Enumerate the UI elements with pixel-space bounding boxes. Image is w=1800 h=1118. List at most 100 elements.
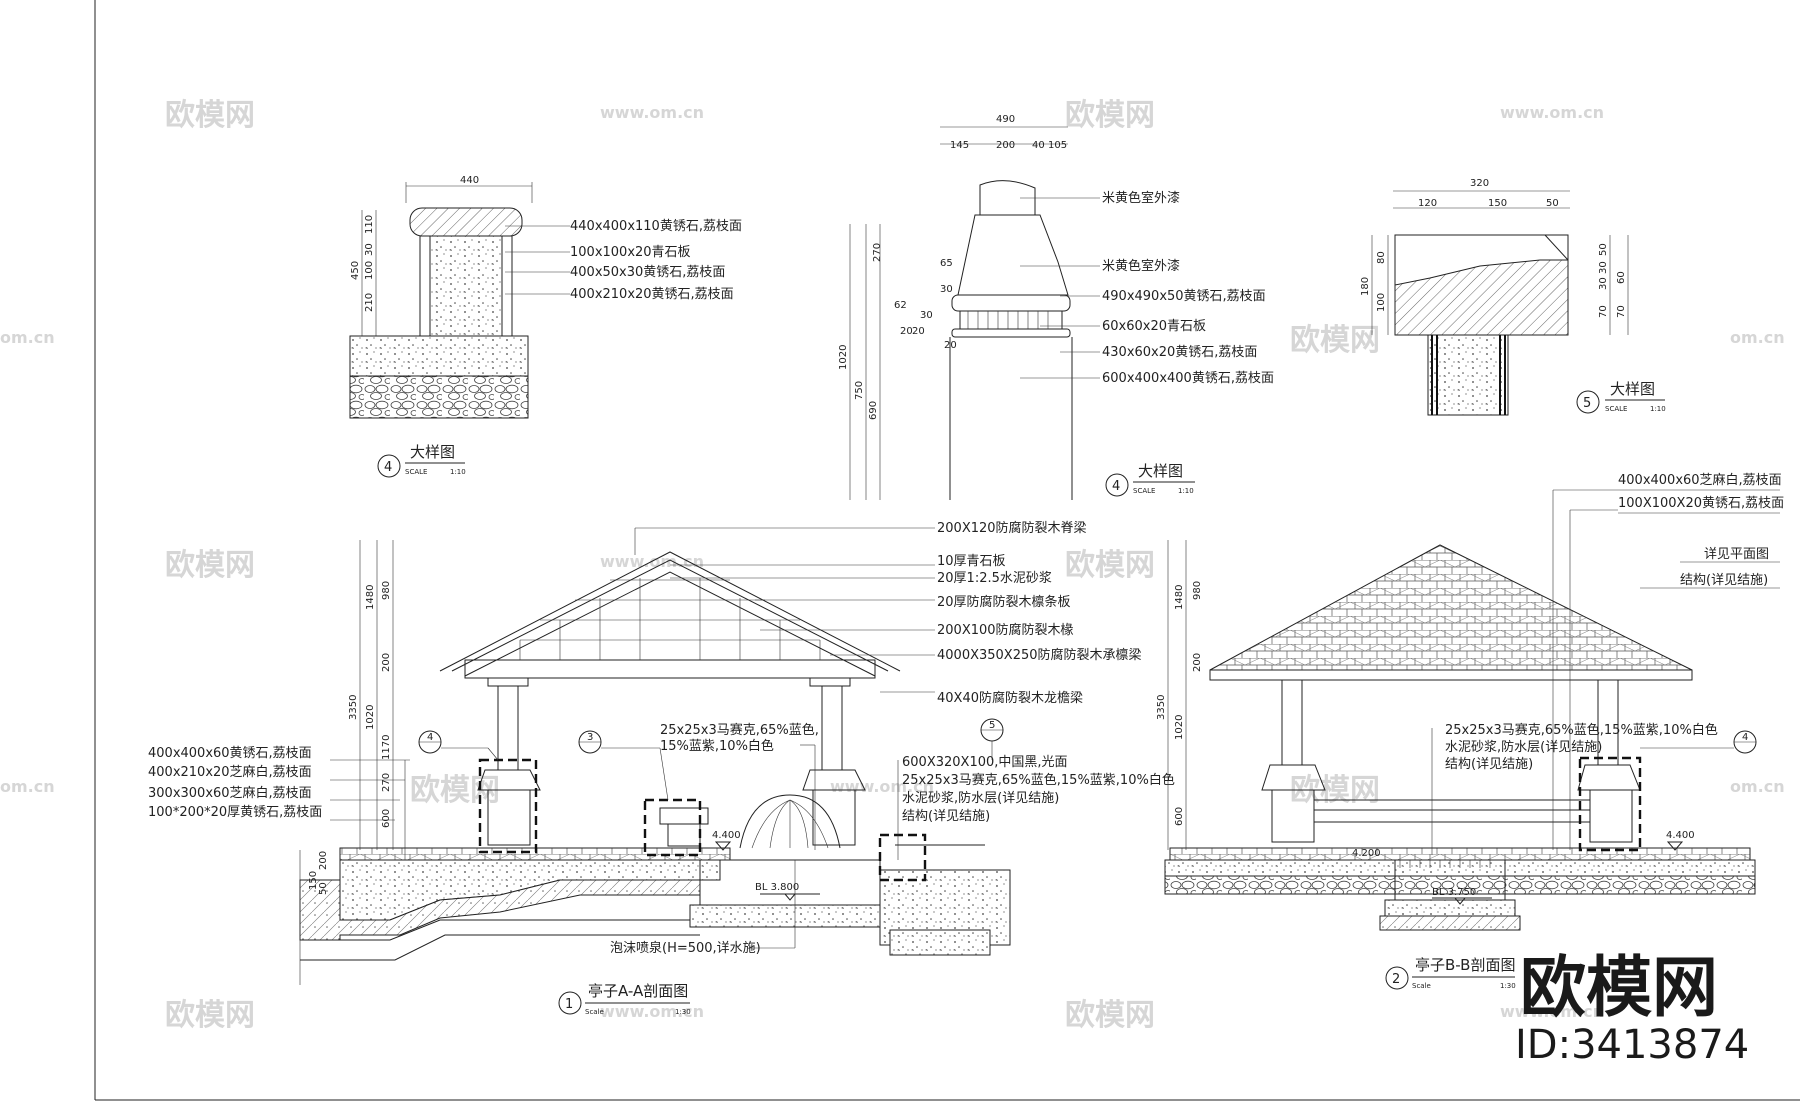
svg-text:20: 20 [900, 326, 913, 337]
svg-text:30: 30 [364, 243, 375, 256]
svg-text:亭子B-B剖面图: 亭子B-B剖面图 [1415, 956, 1515, 974]
section-bb-notes: 400x400x60芝麻白,荔枝面 100X100X20黄锈石,荔枝面 详见平面… [1352, 472, 1784, 905]
svg-text:欧模网: 欧模网 [1065, 548, 1155, 583]
svg-text:600X320X100,中国黑,光面: 600X320X100,中国黑,光面 [902, 755, 1068, 770]
detail-a-cap-stone: 440 450 110 30 100 210 [349, 175, 533, 419]
svg-text:430x60x20黄锈石,荔枝面: 430x60x20黄锈石,荔枝面 [1102, 345, 1257, 360]
detail-b-column: 490 145 200 40 105 1020 270 750 690 65 3… [838, 114, 1073, 500]
svg-text:BL 3.800: BL 3.800 [755, 882, 799, 893]
svg-text:100: 100 [364, 261, 375, 280]
svg-text:大样图: 大样图 [1138, 462, 1183, 480]
svg-text:440x400x110黄锈石,荔枝面: 440x400x110黄锈石,荔枝面 [570, 219, 742, 234]
watermark-layer: 欧模网 www.om.cn 欧模网 www.om.cn om.cn 欧模网 om… [0, 98, 1785, 1033]
svg-text:结构(详见结施): 结构(详见结施) [902, 809, 990, 824]
dim-width: 440 [460, 175, 479, 186]
svg-text:欧模网: 欧模网 [165, 98, 255, 133]
svg-text:25x25x3马赛克,65%蓝色,: 25x25x3马赛克,65%蓝色, [660, 722, 819, 738]
svg-text:60x60x20青石板: 60x60x20青石板 [1102, 319, 1206, 334]
brand-id: ID:3413874 [1515, 1022, 1749, 1068]
svg-text:120: 120 [1418, 198, 1437, 209]
svg-text:50: 50 [1546, 198, 1559, 209]
svg-text:180: 180 [1360, 277, 1371, 296]
svg-text:110: 110 [364, 215, 375, 234]
svg-text:15%蓝紫,10%白色: 15%蓝紫,10%白色 [660, 738, 774, 754]
svg-text:1:30: 1:30 [675, 1008, 691, 1016]
section-bb-roof [1209, 544, 1693, 681]
svg-text:30: 30 [940, 284, 953, 295]
svg-text:200X120防腐防裂木脊梁: 200X120防腐防裂木脊梁 [937, 520, 1087, 536]
svg-text:200: 200 [996, 140, 1015, 151]
detail-a-notes: 440x400x110黄锈石,荔枝面 100x100x20青石板 400x50x… [505, 219, 742, 302]
svg-text:大样图: 大样图 [410, 443, 455, 461]
svg-text:600: 600 [381, 809, 392, 828]
svg-text:5: 5 [989, 720, 995, 731]
svg-text:30: 30 [1598, 261, 1609, 274]
section-bb-ground [1164, 847, 1756, 931]
svg-text:结构(详见结施): 结构(详见结施) [1445, 757, 1533, 772]
svg-text:4: 4 [384, 460, 392, 475]
svg-text:210: 210 [364, 293, 375, 312]
svg-text:www.om.cn: www.om.cn [600, 1002, 704, 1021]
svg-text:150: 150 [308, 871, 319, 890]
svg-text:50: 50 [318, 882, 329, 895]
section-aa-columns [477, 686, 866, 849]
svg-text:1: 1 [565, 997, 573, 1012]
svg-text:30: 30 [920, 310, 933, 321]
svg-text:60: 60 [1616, 271, 1627, 284]
svg-text:320: 320 [1470, 178, 1489, 189]
svg-text:600: 600 [1174, 807, 1185, 826]
svg-text:www.om.cn: www.om.cn [1500, 1002, 1604, 1021]
svg-text:750: 750 [854, 381, 865, 400]
svg-text:Scale: Scale [1412, 982, 1431, 990]
svg-text:1020: 1020 [365, 705, 376, 730]
svg-text:80: 80 [1376, 251, 1387, 264]
svg-text:米黄色室外漆: 米黄色室外漆 [1102, 258, 1180, 274]
svg-text:400x400x60黄锈石,荔枝面: 400x400x60黄锈石,荔枝面 [148, 746, 312, 761]
svg-text:200: 200 [318, 851, 329, 870]
section-aa-callouts: 4 3 5 [418, 718, 1004, 801]
svg-text:490x490x50黄锈石,荔枝面: 490x490x50黄锈石,荔枝面 [1102, 289, 1266, 304]
svg-text:20厚1:2.5水泥砂浆: 20厚1:2.5水泥砂浆 [937, 571, 1052, 586]
svg-text:BL 3.750: BL 3.750 [1432, 887, 1476, 898]
detail-b-title: 4 大样图 SCALE 1:10 [1105, 462, 1195, 497]
svg-text:20: 20 [912, 326, 925, 337]
svg-text:SCALE: SCALE [405, 468, 427, 476]
svg-text:水泥砂浆,防水层(详见结施): 水泥砂浆,防水层(详见结施) [902, 790, 1059, 806]
svg-text:270: 270 [872, 243, 883, 262]
svg-text:3: 3 [587, 732, 593, 743]
svg-text:www.om.cn: www.om.cn [600, 103, 704, 122]
svg-text:泡沫喷泉(H=500,详水施): 泡沫喷泉(H=500,详水施) [610, 940, 761, 956]
section-aa-roof [439, 551, 901, 687]
svg-text:2: 2 [1392, 972, 1400, 987]
svg-text:400x210x20黄锈石,荔枝面: 400x210x20黄锈石,荔枝面 [570, 287, 734, 302]
svg-text:www.om.cn: www.om.cn [1500, 103, 1604, 122]
svg-text:690: 690 [868, 401, 879, 420]
svg-text:SCALE: SCALE [1133, 487, 1155, 495]
svg-text:om.cn: om.cn [1730, 328, 1785, 347]
svg-text:亭子A-A剖面图: 亭子A-A剖面图 [588, 982, 688, 1000]
svg-text:980: 980 [381, 581, 392, 600]
detail-c-title: 5 大样图 SCALE 1:10 [1576, 380, 1666, 414]
section-aa-callout-boxes [478, 758, 927, 882]
svg-text:400x400x60芝麻白,荔枝面: 400x400x60芝麻白,荔枝面 [1618, 472, 1782, 488]
svg-text:1020: 1020 [1174, 715, 1185, 740]
svg-text:3350: 3350 [348, 695, 359, 720]
brand-logo: 欧模网 ID:3413874 [1515, 949, 1749, 1068]
svg-text:欧模网: 欧模网 [1065, 98, 1155, 133]
svg-text:200: 200 [381, 653, 392, 672]
svg-text:200: 200 [1192, 653, 1203, 672]
detail-c-beam: 320 120 150 50 180 80 100 50 30 30 70 60… [1360, 178, 1629, 416]
svg-text:欧模网: 欧模网 [165, 998, 255, 1033]
section-bb-callout-box [1578, 756, 1642, 852]
svg-text:4.400: 4.400 [1666, 830, 1695, 841]
svg-text:70: 70 [1598, 305, 1609, 318]
svg-text:980: 980 [1192, 581, 1203, 600]
svg-text:150: 150 [1488, 198, 1507, 209]
svg-text:200X100防腐防裂木椽: 200X100防腐防裂木椽 [937, 622, 1074, 638]
svg-text:SCALE: SCALE [1605, 405, 1627, 413]
svg-text:欧模网: 欧模网 [1065, 998, 1155, 1033]
svg-text:50: 50 [1598, 243, 1609, 256]
svg-text:米黄色室外漆: 米黄色室外漆 [1102, 190, 1180, 206]
svg-text:4.200: 4.200 [1352, 848, 1381, 859]
